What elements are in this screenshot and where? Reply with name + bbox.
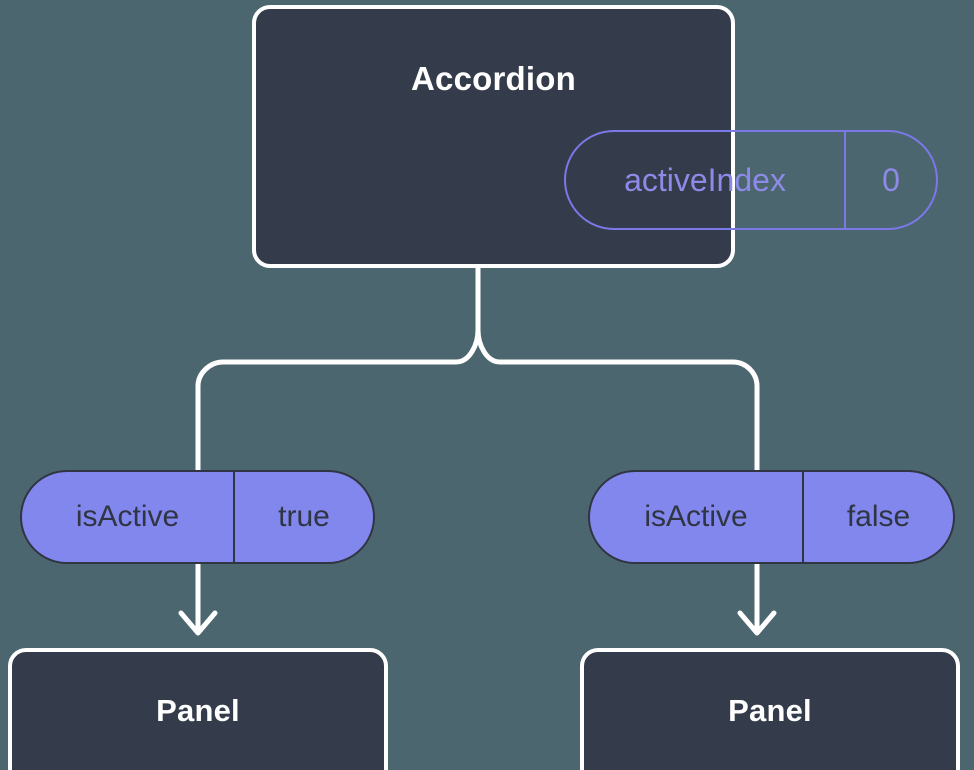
state-pill-value: 0 [882,162,900,198]
prop-badge-is-active-false[interactable]: isActive false [588,470,955,564]
node-accordion-title: Accordion [411,60,576,97]
state-pill-active-index[interactable]: activeIndex 0 [564,130,938,230]
arrow-left-badge-to-panel [178,564,218,636]
arrow-right-badge-to-panel [737,564,777,636]
node-accordion[interactable]: Accordion activeIndex 0 [252,5,938,268]
prop-badge-value: true [278,500,330,533]
prop-badge-key: isActive [22,472,235,562]
prop-badge-value: false [846,500,911,533]
node-panel-right-title: Panel [728,692,812,728]
node-panel-right[interactable]: Panel [580,648,960,770]
state-pill-key: activeIndex [566,132,846,228]
node-panel-left-title: Panel [156,692,240,728]
node-panel-left[interactable]: Panel [8,648,388,770]
prop-badge-is-active-true[interactable]: isActive true [20,470,375,564]
prop-badge-key: isActive [590,472,804,562]
